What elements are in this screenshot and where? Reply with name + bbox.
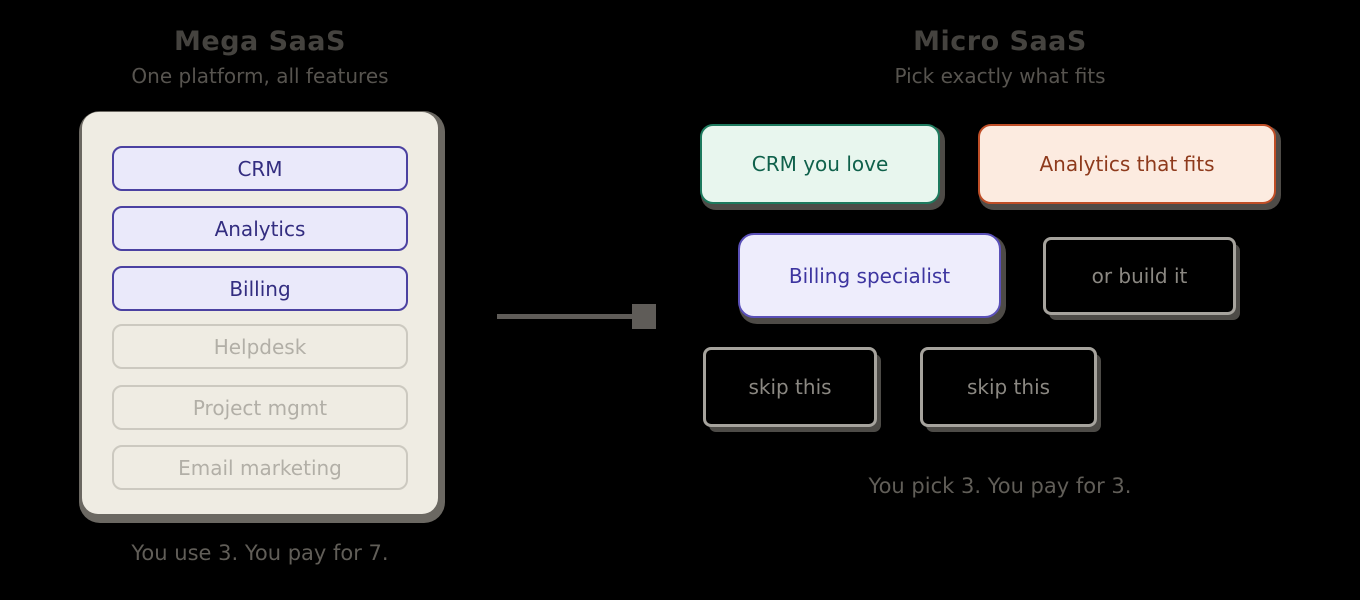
micro-saas-subtitle: Pick exactly what fits [894, 64, 1106, 88]
arrow-right-icon [497, 314, 633, 319]
mega-saas-title: Mega SaaS [174, 26, 346, 57]
arrow-head-icon [632, 304, 656, 329]
card-billing-specialist: Billing specialist [738, 233, 1001, 318]
feature-analytics: Analytics [112, 206, 408, 251]
card-analytics-that-fits: Analytics that fits [978, 124, 1276, 204]
mega-saas-panel: CRM Analytics Billing Helpdesk Project m… [82, 112, 438, 514]
mega-saas-caption: You use 3. You pay for 7. [131, 541, 389, 565]
feature-crm: CRM [112, 146, 408, 191]
card-or-build-it: or build it [1043, 237, 1236, 315]
card-crm-you-love: CRM you love [700, 124, 940, 204]
feature-billing: Billing [112, 266, 408, 311]
feature-project-mgmt: Project mgmt [112, 385, 408, 430]
mega-saas-subtitle: One platform, all features [131, 64, 389, 88]
card-skip-this-1: skip this [703, 347, 877, 427]
feature-helpdesk: Helpdesk [112, 324, 408, 369]
card-skip-this-2: skip this [920, 347, 1097, 427]
micro-saas-caption: You pick 3. You pay for 3. [868, 474, 1132, 498]
micro-saas-title: Micro SaaS [913, 26, 1087, 57]
feature-email-marketing: Email marketing [112, 445, 408, 490]
